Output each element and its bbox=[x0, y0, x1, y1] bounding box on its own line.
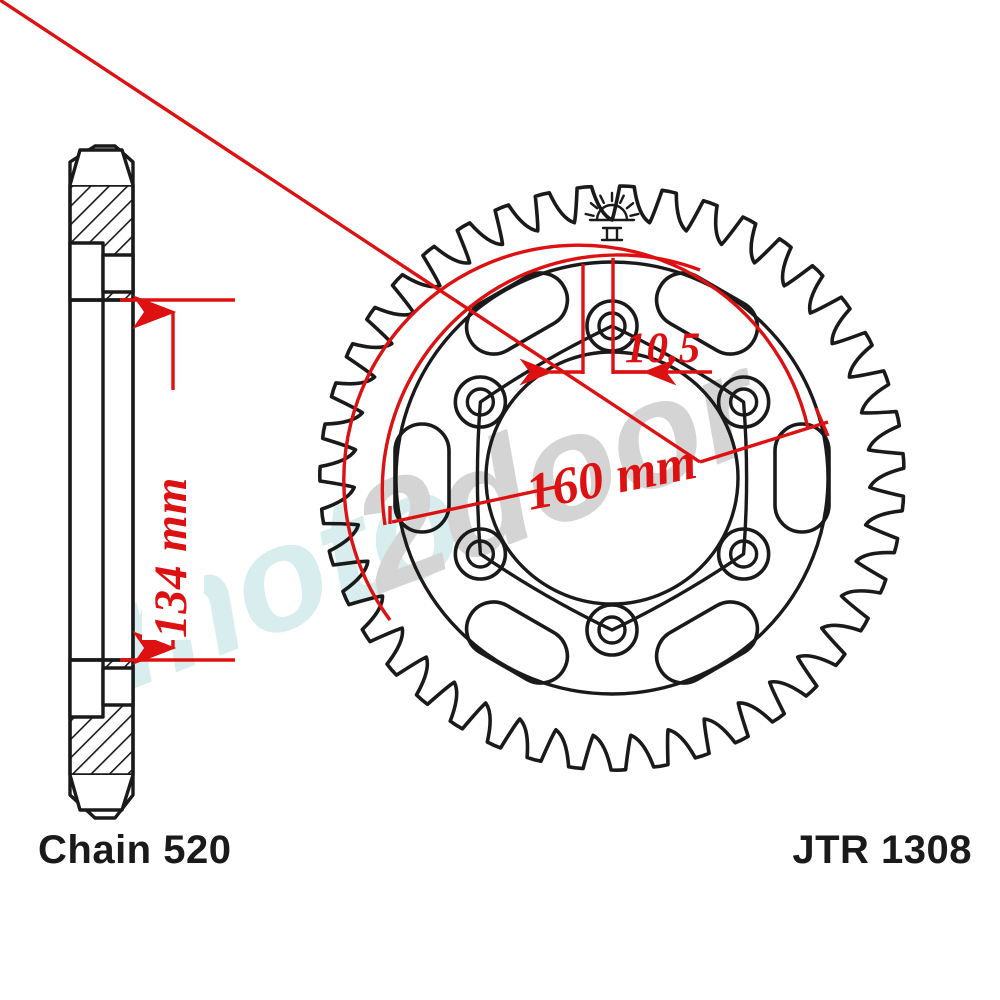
bolt-hole-outer-4 bbox=[453, 527, 508, 581]
lightening-hole-3 bbox=[464, 600, 570, 685]
bolt-hole-outer-3 bbox=[585, 603, 639, 657]
bolt-hole-outer-1 bbox=[716, 375, 771, 429]
dimension-label-134mm: 134 mm bbox=[145, 477, 197, 638]
dimension-160-value: 160 mm bbox=[521, 433, 701, 522]
dimension-10-5 bbox=[519, 258, 712, 386]
part-number-label: JTR 1308 bbox=[792, 828, 972, 872]
lightening-hole-4 bbox=[393, 422, 451, 534]
bolt-hole-bore-2 bbox=[728, 539, 759, 569]
chain-spec-label: Chain 520 bbox=[38, 828, 232, 872]
bolt-hole-bore-1 bbox=[728, 387, 759, 417]
sunrise-stamp-icon bbox=[584, 191, 640, 242]
dimension-label-10-5: 10.5 bbox=[625, 325, 700, 372]
bolt-hole-outer-5 bbox=[453, 375, 508, 429]
dimension-134mm bbox=[120, 295, 235, 665]
sprocket-teeth-rim bbox=[317, 184, 906, 772]
caption-row: Chain 520 JTR 1308 bbox=[0, 828, 1000, 898]
bolt-hole-outer-2 bbox=[716, 527, 771, 581]
lightening-hole-1 bbox=[773, 422, 831, 534]
bolt-hole-bore-4 bbox=[465, 539, 496, 569]
bolt-hole-bore-5 bbox=[465, 387, 496, 417]
lightening-hole-5 bbox=[464, 271, 570, 356]
dimension-160mm bbox=[0, 0, 830, 622]
dimension-label-160mm: 160 mm bbox=[521, 433, 701, 522]
lightening-hole-2 bbox=[654, 600, 760, 685]
sprocket-hub-web-outline bbox=[475, 324, 749, 632]
bolt-hole-bore-3 bbox=[597, 615, 627, 645]
lightening-hole-0 bbox=[654, 271, 760, 356]
